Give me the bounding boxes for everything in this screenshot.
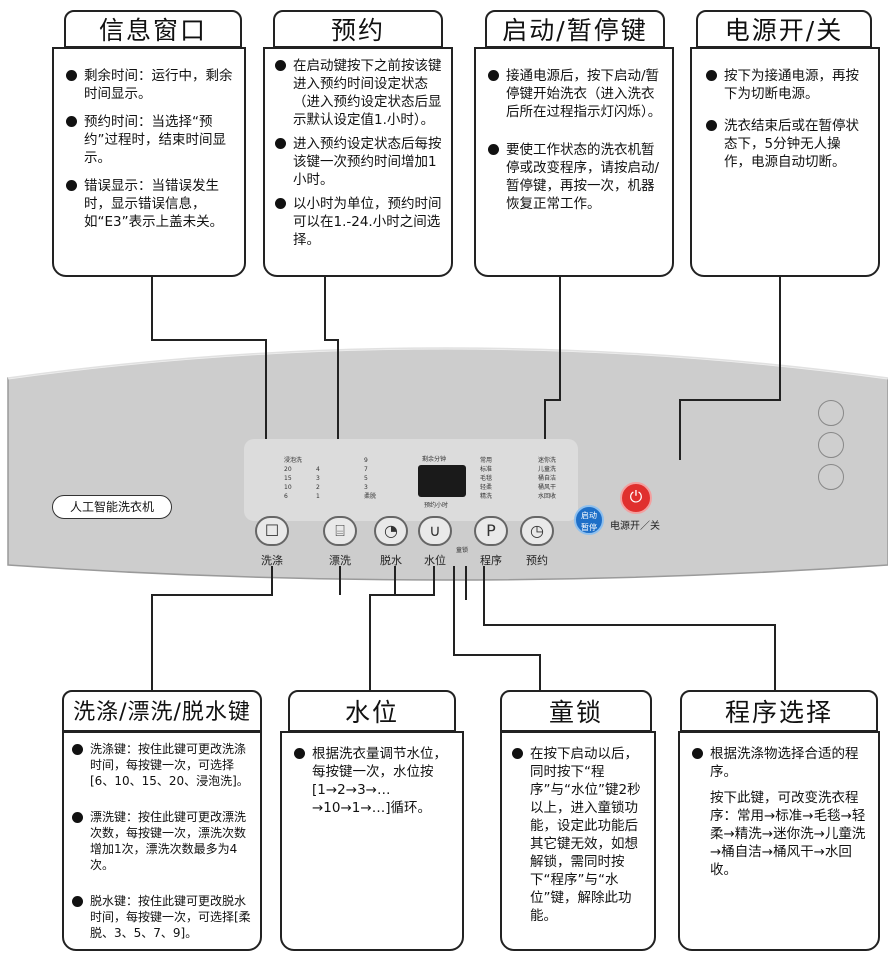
list-item: 接通电源后，按下启动/暂停键开始洗衣（进入洗衣后所在过程指示灯闪烁）。 bbox=[486, 67, 662, 121]
display-area bbox=[244, 439, 578, 521]
spin-button[interactable]: ◔ bbox=[374, 516, 408, 546]
spin-button-label: 脱水 bbox=[380, 554, 402, 567]
program-button-label: 程序 bbox=[480, 554, 502, 567]
start-pause-button[interactable]: 启动 暂停 bbox=[574, 505, 604, 535]
rinse-count-lights: 4 3 2 1 bbox=[316, 466, 320, 500]
spin-time-lights: 9 7 5 3 柔脱 bbox=[364, 457, 377, 500]
child-lock-title-tab: 童锁 bbox=[500, 690, 652, 732]
list-item: 要使工作状态的洗衣机暂停或改变程序，请按启动/暂停键，再按一次，机器恢复正常工作… bbox=[486, 141, 662, 213]
water-level-box: 根据洗衣量调节水位，每按键一次，水位按[1→2→3→…→10→1→…]循环。 bbox=[280, 731, 464, 951]
reservation-button[interactable]: ◷ bbox=[520, 516, 554, 546]
list-item: 预约时间：当选择“预约”过程时，结束时间显示。 bbox=[64, 113, 234, 167]
reservation-title-tab: 预约 bbox=[273, 10, 443, 48]
program-lights-right: 迷你洗 儿童洗 桶自洁 桶风干 水回收 bbox=[538, 457, 557, 500]
list-item: 按下为接通电源，再按下为切断电源。 bbox=[704, 67, 866, 103]
program-lights-left: 常用 标准 毛毯 轻柔 精洗 bbox=[480, 457, 493, 500]
reservation-box: 在启动键按下之前按该键进入预约时间设定状态（进入预约设定状态后显示默认设定值1.… bbox=[263, 47, 453, 277]
list-item: 剩余时间：运行中，剩余时间显示。 bbox=[64, 67, 234, 103]
power-box: 按下为接通电源，再按下为切断电源。 洗衣结束后或在暂停状态下，5分钟无人操作，电… bbox=[690, 47, 880, 277]
wash-rinse-spin-title-tab: 洗涤/漂洗/脱水键 bbox=[62, 690, 262, 732]
list-item: 根据洗衣量调节水位，每按键一次，水位按[1→2→3→…→10→1→…]循环。 bbox=[292, 745, 452, 817]
wash-button-label: 洗涤 bbox=[261, 554, 283, 567]
rinse-button-label: 漂洗 bbox=[329, 554, 351, 567]
child-lock-label: 童锁 bbox=[456, 547, 469, 554]
wash-button[interactable]: ☐ bbox=[255, 516, 289, 546]
power-icon: ⏻ bbox=[629, 487, 643, 506]
list-item: 错误显示：当错误发生时，显示错误信息，如“E3”表示上盖未关。 bbox=[64, 177, 234, 231]
water-level-button[interactable]: ∪ bbox=[418, 516, 452, 546]
list-item: 在启动键按下之前按该键进入预约时间设定状态（进入预约设定状态后显示默认设定值1.… bbox=[273, 57, 443, 129]
list-item: 根据洗涤物选择合适的程序。 按下此键，可改变洗衣程序：常用→标准→毛毯→轻柔→精… bbox=[690, 745, 868, 879]
feature-icon-3 bbox=[818, 464, 844, 490]
list-item: 以小时为单位，预约时间可以在1.-24.小时之间选择。 bbox=[273, 195, 443, 249]
power-button[interactable]: ⏻ bbox=[620, 482, 652, 514]
start-pause-box: 接通电源后，按下启动/暂停键开始洗衣（进入洗衣后所在过程指示灯闪烁）。 要使工作… bbox=[474, 47, 674, 277]
list-item: 洗衣结束后或在暂停状态下，5分钟无人操作，电源自动切断。 bbox=[704, 117, 866, 171]
info-window-title-tab: 信息窗口 bbox=[64, 10, 242, 48]
power-button-label: 电源开／关 bbox=[610, 521, 660, 532]
feature-icon-1 bbox=[818, 400, 844, 426]
program-note: 按下此键，可改变洗衣程序：常用→标准→毛毯→轻柔→精洗→迷你洗→儿童洗→桶自洁→… bbox=[710, 790, 866, 878]
power-title-tab: 电源开/关 bbox=[696, 10, 872, 48]
lcd-screen bbox=[418, 465, 466, 497]
rinse-button[interactable]: ⌸ bbox=[323, 516, 357, 546]
list-item: 漂洗键：按住此键可更改漂洗次数，每按键一次，漂洗次数增加1次，漂洗次数最多为4次… bbox=[70, 809, 254, 873]
list-item: 洗涤键：按住此键可更改洗涤时间，每按键一次，可选择[6、10、15、20、浸泡洗… bbox=[70, 741, 254, 789]
start-pause-title-tab: 启动/暂停键 bbox=[485, 10, 665, 48]
list-item: 脱水键：按住此键可更改脱水时间，每按键一次，可选择[柔脱、3、5、7、9]。 bbox=[70, 893, 254, 941]
info-window-box: 剩余时间：运行中，剩余时间显示。 预约时间：当选择“预约”过程时，结束时间显示。… bbox=[52, 47, 246, 277]
program-button[interactable]: P bbox=[474, 516, 508, 546]
feature-icon-2 bbox=[818, 432, 844, 458]
brand-label: 人工智能洗衣机 bbox=[52, 495, 172, 519]
list-item: 进入预约设定状态后每按该键一次预约时间增加1小时。 bbox=[273, 135, 443, 189]
program-select-box: 根据洗涤物选择合适的程序。 按下此键，可改变洗衣程序：常用→标准→毛毯→轻柔→精… bbox=[678, 731, 880, 951]
reservation-button-label: 预约 bbox=[526, 554, 548, 567]
wash-time-lights: 浸泡洗 20 15 10 6 bbox=[284, 457, 303, 500]
program-select-title-tab: 程序选择 bbox=[680, 690, 878, 732]
display-caption: 剩余分钟 bbox=[422, 456, 447, 463]
list-item: 在按下启动以后，同时按下“程序”与“水位”键2秒以上，进入童锁功能，设定此功能后… bbox=[510, 745, 646, 925]
wash-rinse-spin-box: 洗涤键：按住此键可更改洗涤时间，每按键一次，可选择[6、10、15、20、浸泡洗… bbox=[62, 731, 262, 951]
water-level-button-label: 水位 bbox=[424, 554, 446, 567]
display-sub-caption: 预约小时 bbox=[424, 502, 449, 509]
child-lock-box: 在按下启动以后，同时按下“程序”与“水位”键2秒以上，进入童锁功能，设定此功能后… bbox=[500, 731, 656, 951]
water-level-title-tab: 水位 bbox=[288, 690, 456, 732]
